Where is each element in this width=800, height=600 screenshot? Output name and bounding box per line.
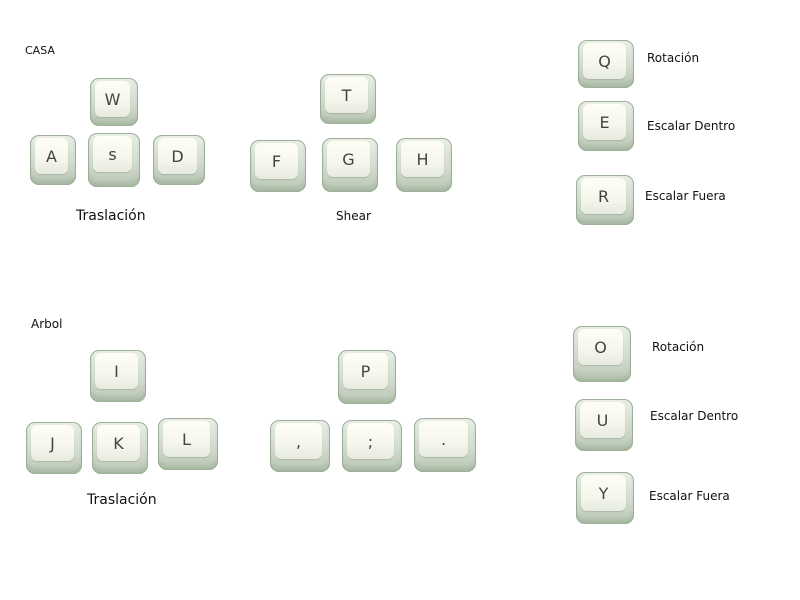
key-r: R bbox=[576, 175, 634, 225]
key-y: Y bbox=[576, 472, 634, 524]
key-r-label: R bbox=[581, 178, 626, 214]
key-s-label: s bbox=[93, 136, 132, 172]
key-s: s bbox=[88, 133, 140, 187]
key-k-label: K bbox=[97, 425, 140, 461]
key-w-label: W bbox=[95, 81, 130, 117]
key-d-label: D bbox=[158, 138, 197, 174]
key-a-label: A bbox=[35, 138, 68, 174]
key-q: Q bbox=[578, 40, 634, 88]
arbol-title: Arbol bbox=[31, 317, 63, 331]
casa-traslacion-label: Traslación bbox=[76, 208, 146, 224]
key-comma: , bbox=[270, 420, 330, 472]
key-t: T bbox=[320, 74, 376, 124]
key-f: F bbox=[250, 140, 306, 192]
key-p: P bbox=[338, 350, 396, 404]
key-a: A bbox=[30, 135, 76, 185]
key-u-label: U bbox=[580, 402, 625, 438]
key-t-label: T bbox=[325, 77, 368, 113]
casa-escalar-dentro-label: Escalar Dentro bbox=[647, 119, 736, 133]
casa-escalar-fuera-label: Escalar Fuera bbox=[645, 189, 726, 203]
arbol-escalar-fuera-label: Escalar Fuera bbox=[649, 489, 730, 503]
key-semicolon: ; bbox=[342, 420, 402, 472]
key-period: . bbox=[414, 418, 476, 472]
key-l-label: L bbox=[163, 421, 210, 457]
key-w: W bbox=[90, 78, 138, 126]
key-g-label: G bbox=[327, 141, 370, 177]
key-k: K bbox=[92, 422, 148, 474]
key-e-label: E bbox=[583, 104, 626, 140]
key-i-label: I bbox=[95, 353, 138, 389]
arbol-traslacion-label: Traslación bbox=[87, 492, 157, 508]
key-comma-label: , bbox=[275, 423, 322, 459]
casa-title: CASA bbox=[25, 44, 55, 57]
key-o-label: O bbox=[578, 329, 623, 365]
key-h: H bbox=[396, 138, 452, 192]
key-h-label: H bbox=[401, 141, 444, 177]
key-i: I bbox=[90, 350, 146, 402]
key-q-label: Q bbox=[583, 43, 626, 79]
key-period-label: . bbox=[419, 421, 468, 457]
key-j-label: J bbox=[31, 425, 74, 461]
key-g: G bbox=[322, 138, 378, 192]
casa-rotacion-label: Rotación bbox=[647, 51, 700, 65]
key-l: L bbox=[158, 418, 218, 470]
casa-shear-label: Shear bbox=[336, 209, 371, 223]
key-u: U bbox=[575, 399, 633, 451]
key-o: O bbox=[573, 326, 631, 382]
key-e: E bbox=[578, 101, 634, 151]
arbol-rotacion-label: Rotación bbox=[652, 340, 705, 354]
key-j: J bbox=[26, 422, 82, 474]
key-semicolon-label: ; bbox=[347, 423, 394, 459]
key-d: D bbox=[153, 135, 205, 185]
key-f-label: F bbox=[255, 143, 298, 179]
key-y-label: Y bbox=[581, 475, 626, 511]
key-p-label: P bbox=[343, 353, 388, 389]
arbol-escalar-dentro-label: Escalar Dentro bbox=[650, 409, 739, 423]
